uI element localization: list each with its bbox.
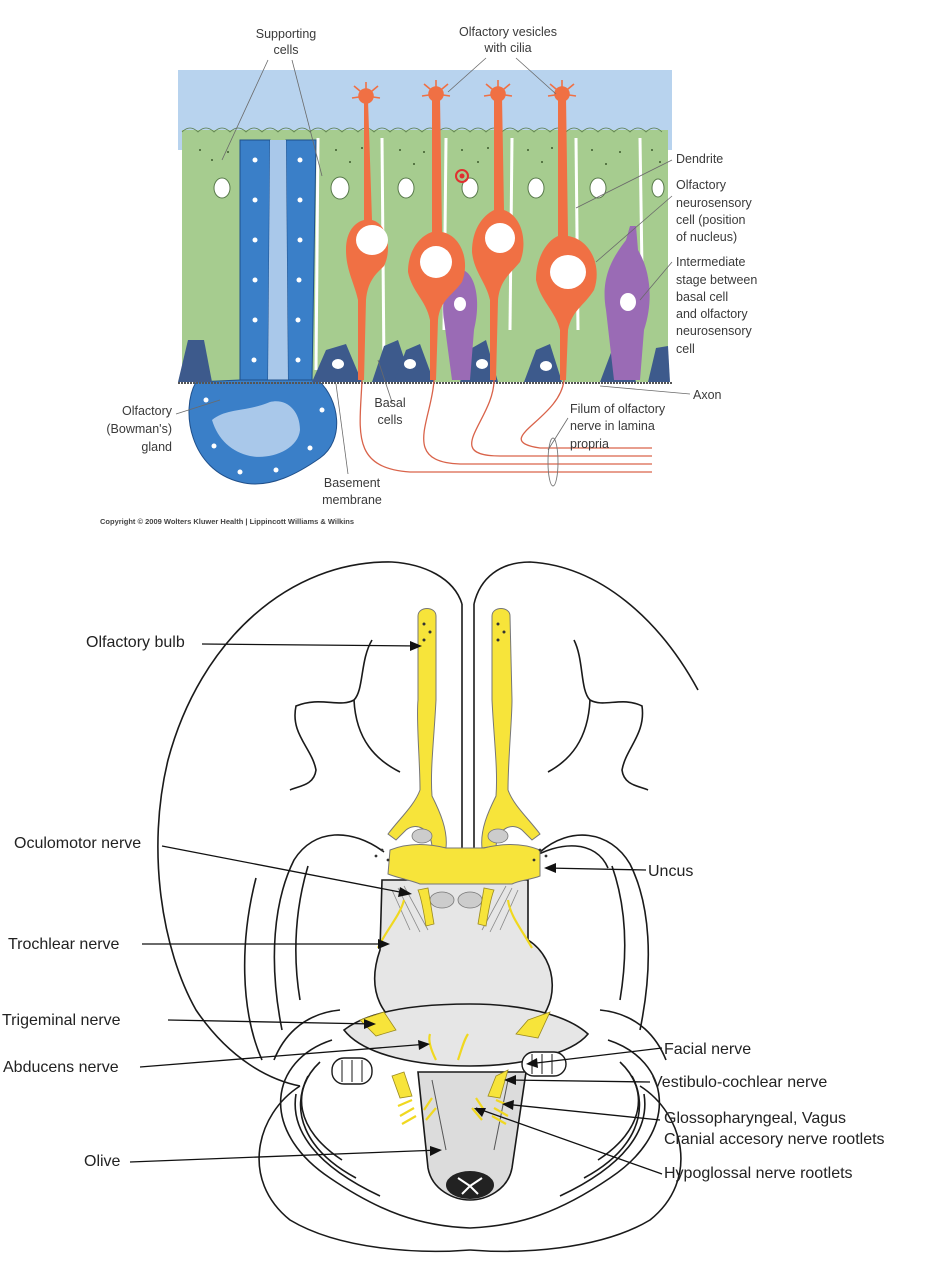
flocculus-left	[331, 1057, 373, 1085]
flocculus-right	[521, 1051, 567, 1077]
olfactory-bulb-dots	[374, 622, 548, 862]
optic-chiasm-right	[487, 828, 509, 844]
copyright-notice: Copyright © 2009 Wolters Kluwer Health |…	[100, 517, 354, 526]
brainstem	[342, 879, 590, 1201]
label-olive: Olive	[84, 1153, 121, 1170]
cranial-nerves	[359, 887, 551, 1099]
label-bowmans-gland: Olfactory(Bowman's)gland	[106, 404, 172, 454]
label-hypoglossal-rootlets: Hypoglossal nerve rootlets	[664, 1165, 853, 1182]
neuron-nuclei	[356, 223, 586, 289]
highlight-marker-core	[459, 173, 465, 179]
olfactory-axons	[359, 379, 652, 473]
label-vestibulo-cochlear-nerve: Vestibulo-cochlear nerve	[652, 1074, 827, 1091]
filum-bundle-ring	[547, 437, 559, 487]
highlight-marker	[455, 169, 469, 183]
label-oculomotor-nerve: Oculomotor nerve	[14, 835, 141, 852]
label-abducens-nerve: Abducens nerve	[3, 1059, 119, 1076]
label-olfactory-bulb: Olfactory bulb	[86, 634, 185, 651]
cerebellum-outline	[258, 1009, 682, 1253]
epithelium-leader-lines	[175, 57, 691, 475]
label-glossopharyngeal-vagus: Glossopharyngeal, Vagus	[664, 1110, 846, 1127]
bowmans-gland	[188, 139, 338, 485]
label-uncus: Uncus	[648, 863, 693, 880]
brain-labels: Olfactory bulb Oculomotor nerve Trochlea…	[2, 634, 885, 1182]
label-dendrite: Dendrite	[676, 152, 723, 166]
basal-cell-nuclei	[332, 359, 552, 371]
brain-arrowheads	[364, 641, 556, 1156]
intermediate-cell-nuclei	[454, 293, 636, 311]
microvilli-fringe	[181, 127, 663, 133]
supporting-cell-nuclei	[213, 176, 665, 200]
label-cranial-accessory-rootlets: Cranial accesory nerve rootlets	[664, 1131, 885, 1148]
brain-base-diagram: Olfactory bulb Oculomotor nerve Trochlea…	[2, 561, 885, 1253]
cytoplasm-granules	[199, 147, 661, 165]
label-axon: Axon	[693, 388, 722, 402]
label-trochlear-nerve: Trochlear nerve	[8, 936, 120, 953]
brain-leader-lines	[129, 643, 663, 1175]
label-trigeminal-nerve: Trigeminal nerve	[2, 1012, 121, 1029]
optic-chiasm-left	[411, 828, 433, 844]
label-facial-nerve: Facial nerve	[664, 1041, 751, 1058]
olfactory-vesicles	[351, 80, 577, 104]
cerebral-hemispheres-outline	[157, 561, 699, 1087]
olfactory-tracts	[387, 608, 541, 885]
